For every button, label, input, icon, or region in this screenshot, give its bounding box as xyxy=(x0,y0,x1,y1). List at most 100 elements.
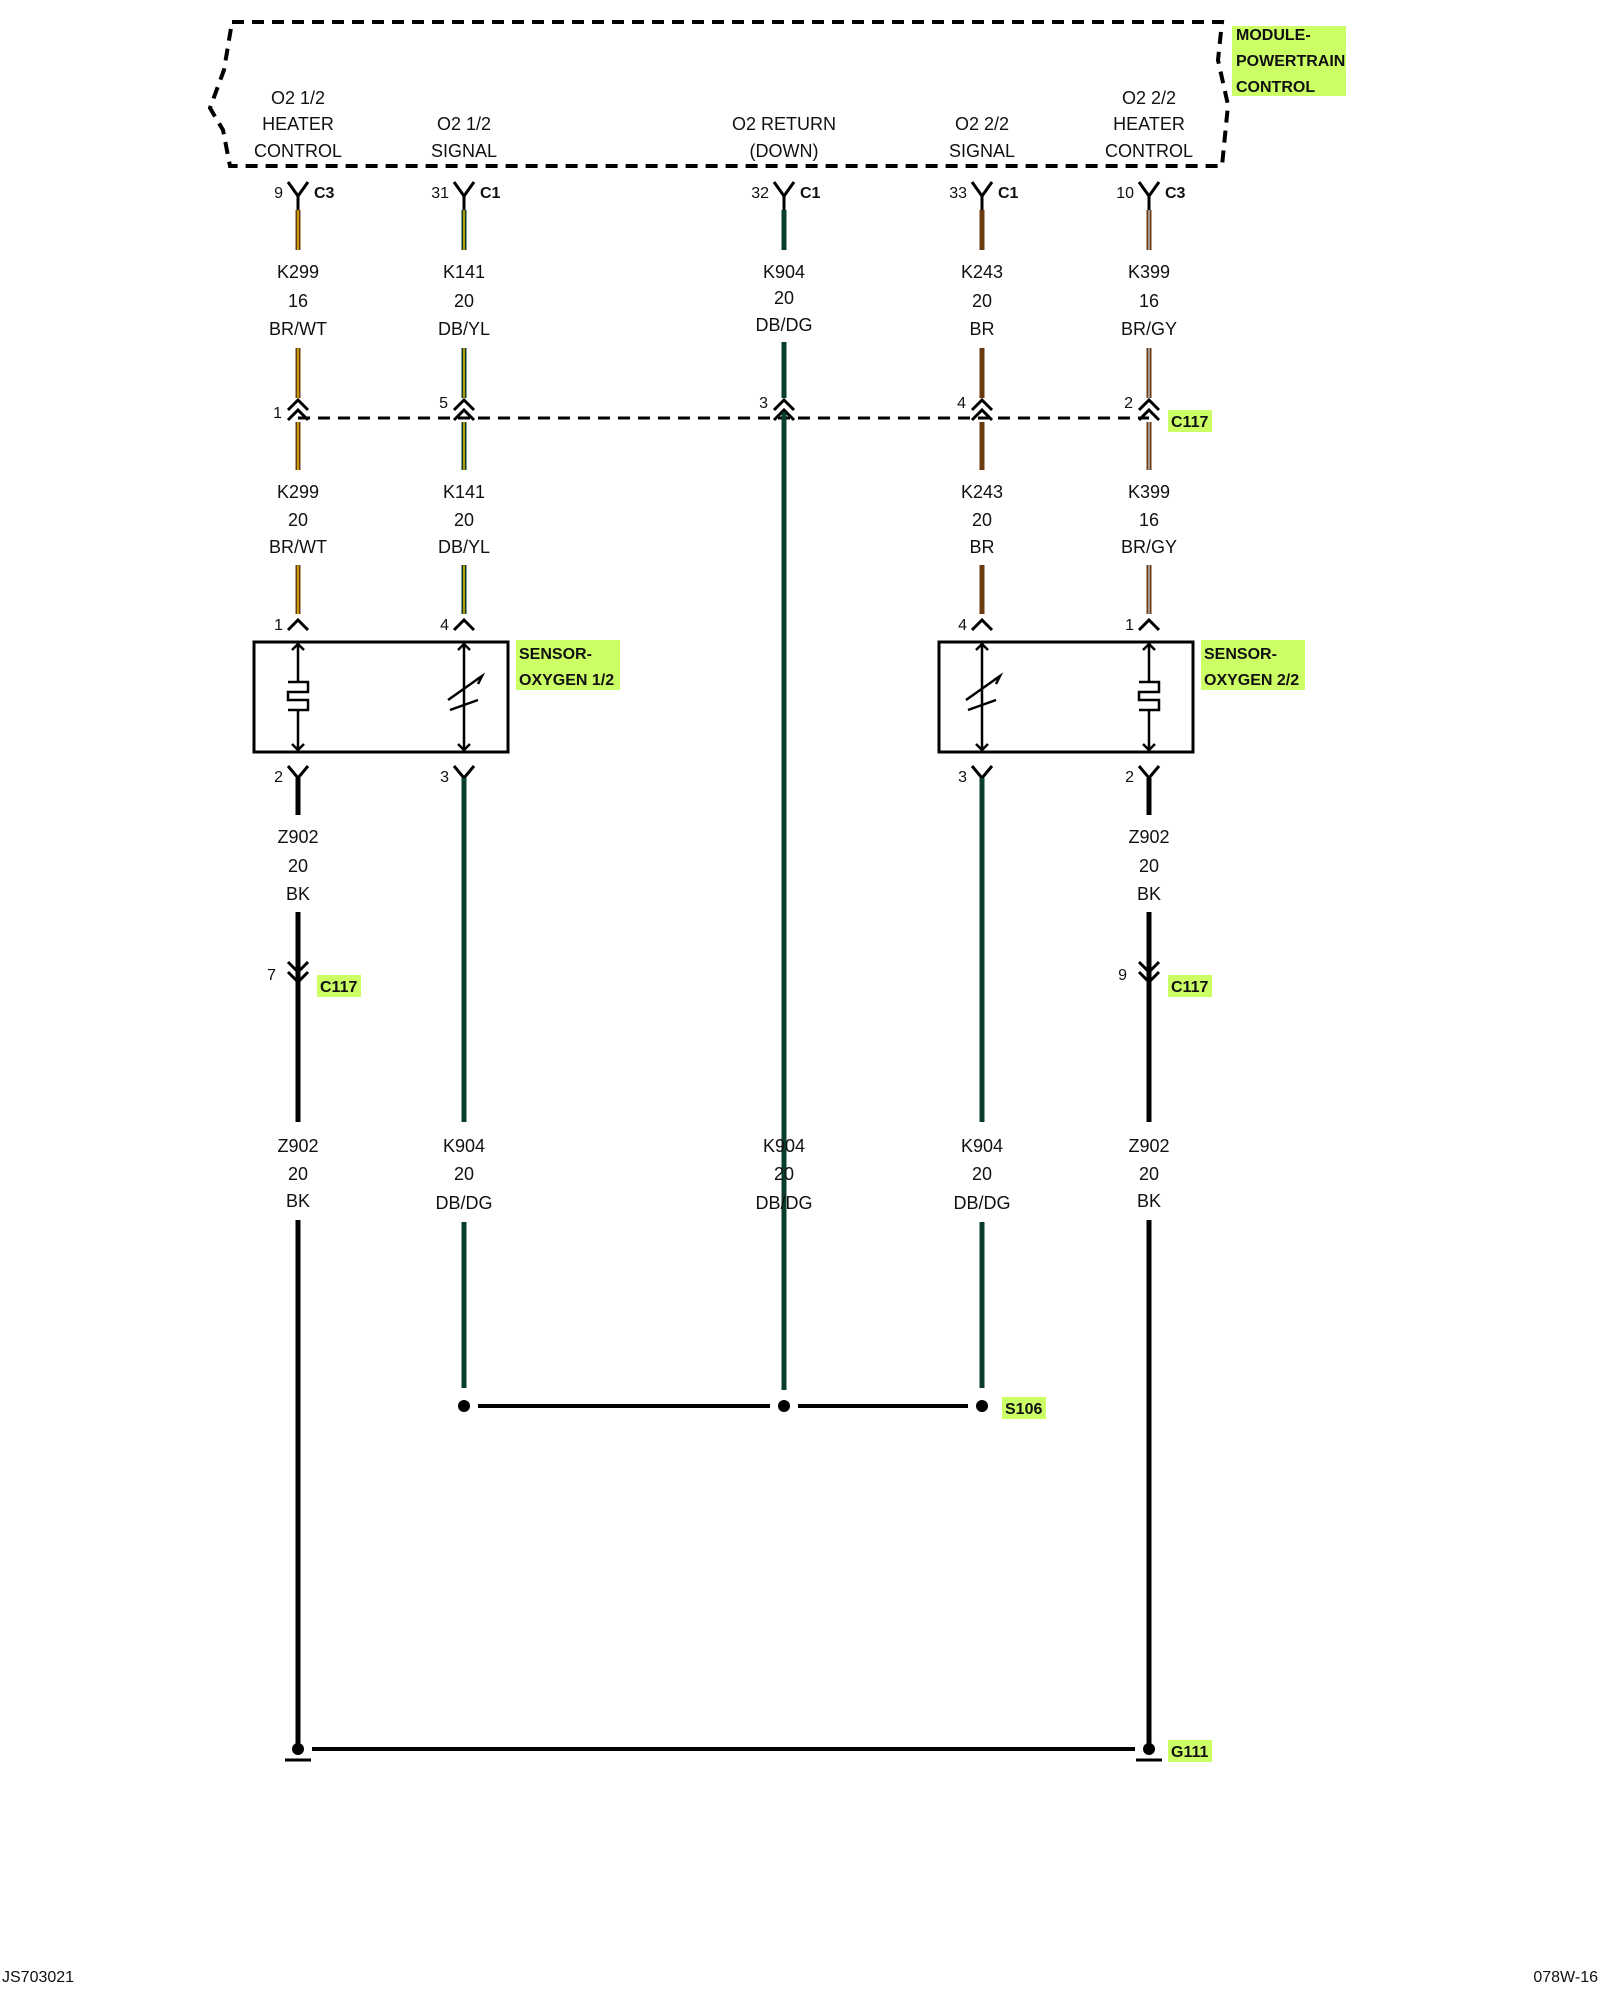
pin-number-32: 32 xyxy=(751,185,769,202)
module-circuit-labels: O2 1/2 HEATER CONTROL O2 1/2 SIGNAL O2 R… xyxy=(254,88,1193,161)
sensor2-top-pin-4: 4 xyxy=(958,617,967,634)
pin-connector-32 xyxy=(772,181,796,210)
sensor1-pin1-chevron xyxy=(286,617,310,632)
module-label-line-2: POWERTRAIN xyxy=(1236,53,1345,70)
wire-mid-1-gauge: 20 xyxy=(454,510,474,530)
splice-label-highlight xyxy=(1002,1397,1046,1419)
sensor2-box xyxy=(937,640,1195,754)
pin-connector-10 xyxy=(1137,181,1161,210)
c117-bottom-pin-7: 7 xyxy=(267,967,276,984)
circuit-label-o2-return-2: (DOWN) xyxy=(750,141,819,161)
pin-connector-33 xyxy=(970,181,994,210)
pin-conn-c1-c: C1 xyxy=(998,185,1019,202)
wire-labels-mid: K299 20 BR/WT K141 20 DB/YL K243 20 BR K… xyxy=(269,482,1177,557)
wires-into-sensors xyxy=(295,565,1152,614)
wires-to-c117-bottom xyxy=(295,912,1152,988)
wire-upper-1-color: DB/YL xyxy=(438,319,490,339)
wire-bottom-3-gauge: 20 xyxy=(972,1164,992,1184)
c117-bottom-label-highlight-left xyxy=(317,975,361,997)
wires-into-sensors-tracers xyxy=(297,565,1150,614)
c117-top-chevron-2 xyxy=(1137,397,1161,422)
module-pin-labels: 9 C3 31 C1 32 C1 33 C1 10 C3 xyxy=(274,185,1185,202)
c117-top-label-highlight xyxy=(1168,410,1212,432)
sensor2-pin1-chevron xyxy=(1137,617,1161,632)
pin-connector-9 xyxy=(286,181,310,210)
ground-g111: G111 xyxy=(285,1740,1212,1762)
wires-into-c117 xyxy=(295,342,1152,398)
wire-upper-0-id: K299 xyxy=(277,262,319,282)
pin-number-31: 31 xyxy=(431,185,449,202)
sensor2-pin2-connector xyxy=(1137,765,1161,781)
module-label-line-1: MODULE- xyxy=(1236,27,1311,44)
sensor2-label-line-1: SENSOR- xyxy=(1204,646,1277,663)
module-boundary xyxy=(207,20,1231,168)
wire-bottom-0-id: Z902 xyxy=(277,1136,318,1156)
wires-middle-a xyxy=(295,412,1152,1390)
wire-bottom-1-gauge: 20 xyxy=(454,1164,474,1184)
wire-lower-0-gauge: 20 xyxy=(288,856,308,876)
sensor-bottom-pins xyxy=(286,765,1161,781)
ground-node-right xyxy=(1143,1743,1155,1755)
circuit-label-o2-12-heater-2: HEATER xyxy=(262,114,334,134)
wire-mid-3-id: K399 xyxy=(1128,482,1170,502)
wire-bottom-1-id: K904 xyxy=(443,1136,485,1156)
ground-node-left xyxy=(292,1743,304,1755)
c117-top-chevron-3 xyxy=(772,397,796,422)
c117-top-chevron-1 xyxy=(286,397,310,422)
splice-node-left xyxy=(458,1400,470,1412)
sensor2-label-line-2: OXYGEN 2/2 xyxy=(1204,672,1299,689)
sensor1-top-pin-4: 4 xyxy=(440,617,449,634)
splice-node-right xyxy=(976,1400,988,1412)
wire-lower-1-gauge: 20 xyxy=(1139,856,1159,876)
wires-bottom-runs xyxy=(295,1220,1152,1745)
sensor1-pin4-chevron xyxy=(452,617,476,632)
wire-upper-2-color: DB/DG xyxy=(755,315,812,335)
wires-upper-segments xyxy=(295,210,1152,250)
sensor2-bottom-pin-3: 3 xyxy=(958,769,967,786)
footer-right-code: 078W-16 xyxy=(1533,1969,1598,1986)
circuit-label-o2-12-signal-1: O2 1/2 xyxy=(437,114,491,134)
wire-mid-0-id: K299 xyxy=(277,482,319,502)
sensor1-label-line-2: OXYGEN 1/2 xyxy=(519,672,614,689)
wires-after-c117 xyxy=(295,982,1152,1122)
c117-bottom-label-right: C117 xyxy=(1171,979,1208,996)
c117-top-pin-4: 4 xyxy=(957,395,966,412)
sensor-oxygen-2-2: SENSOR- OXYGEN 2/2 xyxy=(937,640,1305,754)
ground-label-highlight xyxy=(1168,1740,1212,1762)
sensor1-pin2-connector xyxy=(286,765,310,781)
wires-into-c117-tracers xyxy=(297,348,1150,398)
sensor-top-pins xyxy=(286,617,1161,632)
sensor1-heater-element-icon xyxy=(286,642,310,752)
pin-conn-c1-b: C1 xyxy=(800,185,821,202)
pin-number-9: 9 xyxy=(274,185,283,202)
c117-top-chevron-4 xyxy=(970,397,994,422)
wire-upper-0-gauge: 16 xyxy=(288,291,308,311)
circuit-label-o2-return-1: O2 RETURN xyxy=(732,114,836,134)
c117-top-chevron-5 xyxy=(452,397,476,422)
wire-lower-0-id: Z902 xyxy=(277,827,318,847)
sensor1-bottom-pin-2: 2 xyxy=(274,769,283,786)
wire-upper-3-color: BR xyxy=(969,319,994,339)
circuit-label-o2-22-heater-1: O2 2/2 xyxy=(1122,88,1176,108)
pin-conn-c1-a: C1 xyxy=(480,185,501,202)
wire-lower-0-color: BK xyxy=(286,884,310,904)
c117-top-pin-2: 2 xyxy=(1124,395,1133,412)
pin-number-33: 33 xyxy=(949,185,967,202)
module-label-highlight xyxy=(1232,26,1346,96)
ground-label: G111 xyxy=(1171,1744,1208,1761)
wire-upper-4-gauge: 16 xyxy=(1139,291,1159,311)
wire-labels-lower: Z902 20 BK Z902 20 BK xyxy=(277,827,1169,904)
splice-node-center xyxy=(778,1400,790,1412)
wire-bottom-2-color: DB/DG xyxy=(755,1193,812,1213)
wire-upper-2-gauge: 20 xyxy=(774,288,794,308)
wire-bottom-2-gauge: 20 xyxy=(774,1164,794,1184)
wire-bottom-3-color: DB/DG xyxy=(953,1193,1010,1213)
wire-upper-2-id: K904 xyxy=(763,262,805,282)
connector-c117-top: 1 5 3 4 2 C117 xyxy=(273,395,1212,432)
wire-mid-1-color: DB/YL xyxy=(438,537,490,557)
wire-bottom-4-color: BK xyxy=(1137,1191,1161,1211)
c117-top-pin-3: 3 xyxy=(759,395,768,412)
sensor1-label-line-1: SENSOR- xyxy=(519,646,592,663)
sensor2-pin3-connector xyxy=(970,765,994,781)
